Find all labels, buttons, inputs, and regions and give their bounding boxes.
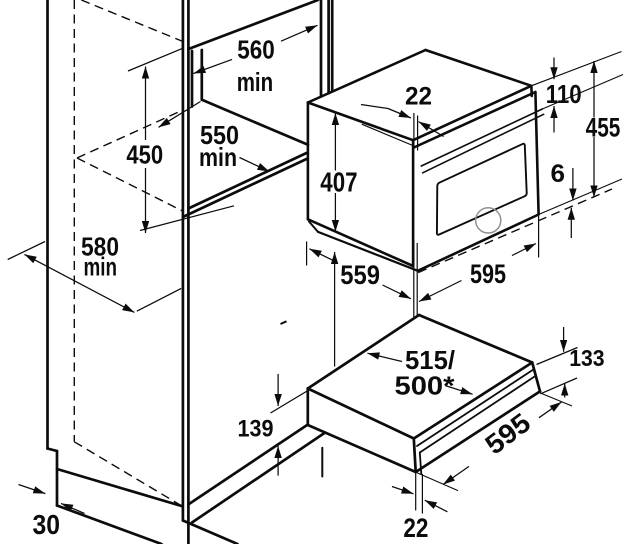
svg-text:455: 455 [586, 113, 621, 143]
svg-text:595: 595 [470, 259, 506, 289]
svg-text:133: 133 [569, 345, 604, 371]
svg-text:6: 6 [551, 160, 566, 188]
svg-text:450: 450 [126, 140, 163, 170]
svg-text:559: 559 [340, 260, 380, 290]
svg-text:550: 550 [200, 120, 239, 150]
svg-text:30: 30 [33, 509, 61, 540]
svg-text:22: 22 [405, 82, 432, 110]
svg-text:580: 580 [81, 232, 119, 262]
svg-text:139: 139 [238, 415, 274, 442]
svg-text:min: min [199, 142, 237, 172]
svg-text:560: 560 [237, 37, 274, 65]
svg-text:min: min [237, 69, 273, 97]
svg-text:500*: 500* [395, 371, 456, 401]
svg-text:110: 110 [546, 79, 582, 109]
svg-text:22: 22 [403, 513, 428, 543]
svg-text:515/: 515/ [405, 345, 455, 375]
svg-text:min: min [84, 252, 118, 282]
svg-text:407: 407 [320, 167, 357, 198]
